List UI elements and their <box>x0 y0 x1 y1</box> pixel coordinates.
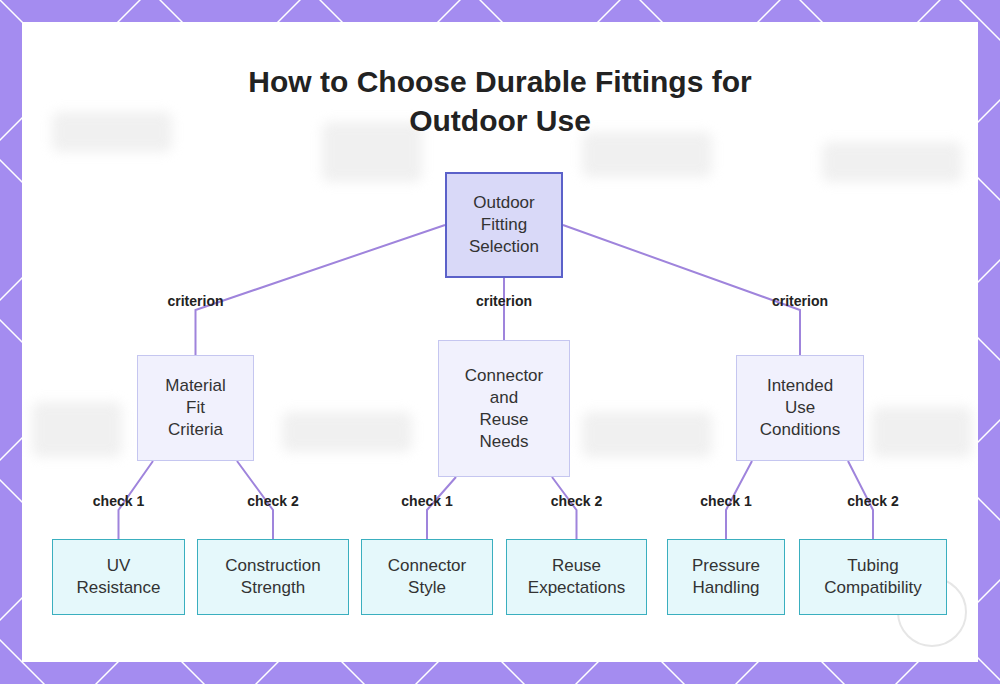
text-wrap: Tubing Compatibility <box>813 555 933 599</box>
check-box: Tubing Compatibility <box>799 539 947 615</box>
node-label: Connector Style <box>382 555 472 599</box>
blurred-image <box>822 142 962 182</box>
check-box: UV Resistance <box>52 539 185 615</box>
node-label: Outdoor Fitting Selection <box>464 192 544 258</box>
edge-label: check 1 <box>700 493 751 509</box>
text-wrap: Connector and Reuse Needs <box>464 365 544 453</box>
edge-label: criterion <box>476 293 532 309</box>
node-label: Intended Use Conditions <box>758 375 843 441</box>
edge-label: criterion <box>167 293 223 309</box>
text-wrap: Connector Style <box>382 555 472 599</box>
root-box: Outdoor Fitting Selection <box>445 172 563 278</box>
node-label: Material Fit Criteria <box>161 375 231 441</box>
blurred-image <box>282 412 412 452</box>
node-label: Connector and Reuse Needs <box>464 365 544 453</box>
text-wrap: Construction Strength <box>213 555 333 599</box>
check-box: Pressure Handling <box>667 539 785 615</box>
edge-label: check 2 <box>847 493 898 509</box>
edge-label: check 1 <box>93 493 144 509</box>
blurred-image <box>872 407 972 457</box>
criterion-box: Connector and Reuse Needs <box>438 340 570 477</box>
text-wrap: Reuse Expectations <box>521 555 633 599</box>
edge-label: check 1 <box>401 493 452 509</box>
node-label: UV Resistance <box>74 555 164 599</box>
node-label: Tubing Compatibility <box>813 555 933 599</box>
criterion-box: Intended Use Conditions <box>736 355 864 461</box>
text-wrap: Pressure Handling <box>685 555 767 599</box>
criterion-box: Material Fit Criteria <box>137 355 254 461</box>
text-wrap: Outdoor Fitting Selection <box>464 192 544 258</box>
text-wrap: Material Fit Criteria <box>161 375 231 441</box>
check-box: Reuse Expectations <box>506 539 647 615</box>
diagram-title: How to Choose Durable Fittings for Outdo… <box>220 62 780 140</box>
connector-line <box>503 278 505 340</box>
node-label: Reuse Expectations <box>521 555 633 599</box>
check-box: Construction Strength <box>197 539 349 615</box>
blurred-image <box>582 132 712 177</box>
node-label: Pressure Handling <box>685 555 767 599</box>
connector-line <box>563 225 800 355</box>
blurred-image <box>322 122 422 182</box>
edge-label: check 2 <box>551 493 602 509</box>
text-wrap: UV Resistance <box>74 555 164 599</box>
text-wrap: Intended Use Conditions <box>758 375 843 441</box>
connector-line <box>196 225 446 355</box>
blurred-image <box>52 112 172 152</box>
node-label: Construction Strength <box>213 555 333 599</box>
edge-label: criterion <box>772 293 828 309</box>
edge-label: check 2 <box>247 493 298 509</box>
blurred-image <box>32 402 122 457</box>
blurred-image <box>582 412 712 457</box>
check-box: Connector Style <box>361 539 493 615</box>
